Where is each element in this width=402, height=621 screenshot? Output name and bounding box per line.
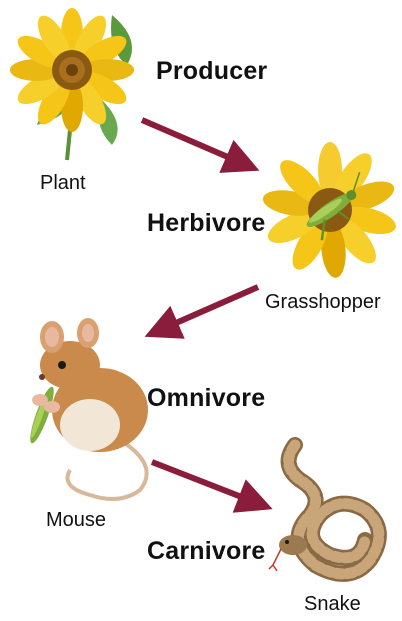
arrow-grasshopper-to-mouse (160, 287, 258, 330)
organism-label-snake: Snake (304, 593, 361, 616)
organism-label-plant: Plant (40, 172, 86, 195)
arrow-plant-to-grasshopper (142, 120, 244, 164)
mouse-icon (26, 318, 148, 499)
role-label-omnivore: Omnivore (147, 384, 265, 413)
sunflower-icon (10, 8, 134, 160)
organism-label-grasshopper: Grasshopper (265, 291, 381, 314)
role-label-producer: Producer (156, 57, 267, 86)
role-label-carnivore: Carnivore (147, 537, 266, 566)
arrow-mouse-to-snake (152, 462, 257, 503)
role-label-herbivore: Herbivore (147, 209, 266, 238)
grasshopper-on-flower-icon (261, 142, 399, 279)
organism-label-mouse: Mouse (46, 509, 106, 532)
snake-icon (269, 445, 379, 574)
